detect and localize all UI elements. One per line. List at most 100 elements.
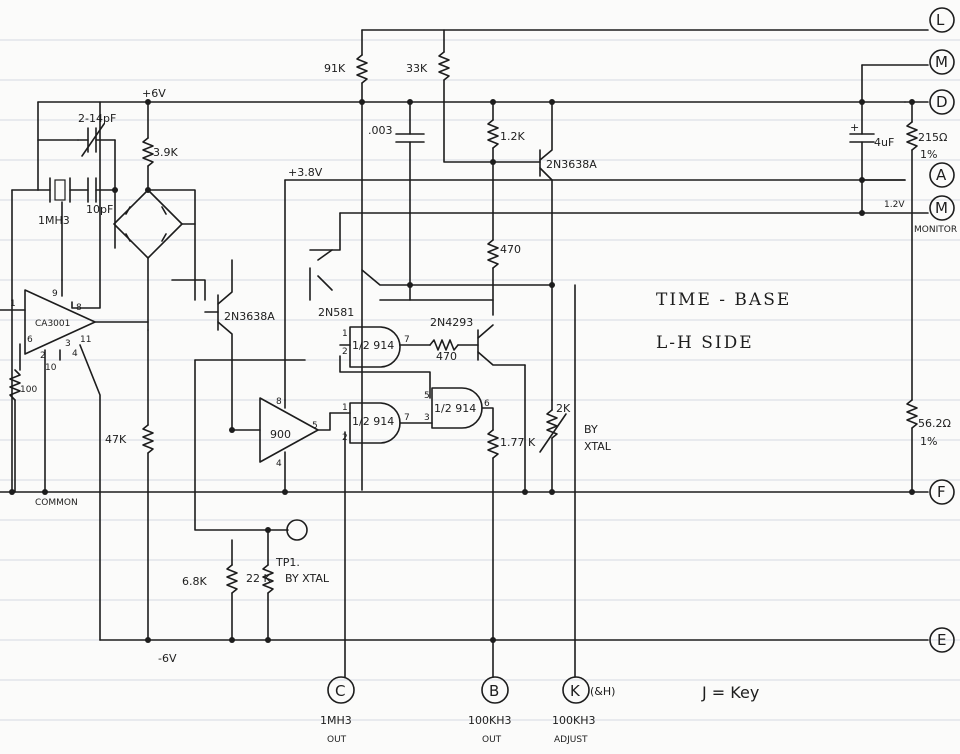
output-leads <box>344 639 576 678</box>
top-centre-network <box>356 29 553 491</box>
svg-text:470: 470 <box>436 350 457 363</box>
rail-common-label: COMMON <box>35 498 78 508</box>
svg-text:2: 2 <box>40 351 46 361</box>
svg-text:BY XTAL: BY XTAL <box>285 572 330 585</box>
terminal-E: E <box>929 627 955 653</box>
svg-text:1%: 1% <box>920 148 937 161</box>
svg-text:+: + <box>850 121 859 134</box>
svg-text:1/2 914: 1/2 914 <box>352 415 394 428</box>
svg-text:3: 3 <box>65 339 71 349</box>
svg-text:3.9K: 3.9K <box>153 146 178 159</box>
svg-text:E: E <box>937 631 946 649</box>
pot-2k <box>539 284 576 641</box>
svg-text:XTAL: XTAL <box>584 440 612 453</box>
terminal-B: B <box>481 676 509 704</box>
svg-text:100KH3: 100KH3 <box>552 714 595 727</box>
svg-text:1: 1 <box>10 299 16 309</box>
svg-text:L: L <box>936 11 945 29</box>
svg-text:100KH3: 100KH3 <box>468 714 511 727</box>
svg-text:470: 470 <box>500 243 521 256</box>
rail-plus6v-label: +6V <box>142 87 166 100</box>
key-note: J = Key <box>701 683 759 702</box>
svg-text:8: 8 <box>276 397 282 407</box>
svg-text:8: 8 <box>76 303 82 313</box>
svg-text:C: C <box>335 682 345 700</box>
svg-text:1MH3: 1MH3 <box>320 714 352 727</box>
svg-text:5: 5 <box>424 391 430 401</box>
svg-text:7: 7 <box>404 413 410 423</box>
svg-text:1.2K: 1.2K <box>500 130 525 143</box>
paper-ruling <box>0 39 960 721</box>
svg-text:B: B <box>489 682 499 700</box>
svg-text:4: 4 <box>276 459 282 469</box>
svg-text:47K: 47K <box>105 433 127 446</box>
svg-text:3: 3 <box>424 413 430 423</box>
rail-ref-label: 1.2V <box>884 200 905 210</box>
svg-text:215Ω: 215Ω <box>918 131 947 144</box>
crystal-oscillator <box>11 101 116 493</box>
terminal-M-top: M <box>929 49 955 75</box>
svg-text:4: 4 <box>72 349 78 359</box>
svg-text:22 K: 22 K <box>246 572 271 585</box>
svg-text:5: 5 <box>312 421 318 431</box>
svg-text:2-14pF: 2-14pF <box>78 112 116 125</box>
svg-text:2N4293: 2N4293 <box>430 316 473 329</box>
svg-text:6: 6 <box>484 399 490 409</box>
terminal-C: C <box>327 676 355 704</box>
svg-text:D: D <box>936 93 948 111</box>
svg-text:56.2Ω: 56.2Ω <box>918 417 951 430</box>
svg-text:F: F <box>937 483 946 501</box>
rail-minus6v-label: -6V <box>158 652 177 665</box>
terminal-D: D <box>929 89 955 115</box>
svg-text:4uF: 4uF <box>874 136 894 149</box>
svg-text:1/2 914: 1/2 914 <box>434 402 476 415</box>
terminal-F: F <box>929 479 955 505</box>
q-2n581 <box>309 212 553 301</box>
svg-text:1: 1 <box>342 329 348 339</box>
svg-text:2N581: 2N581 <box>318 306 354 319</box>
gate-network <box>329 324 526 641</box>
svg-text:2N3638A: 2N3638A <box>546 158 597 171</box>
svg-text:1MH3: 1MH3 <box>38 214 70 227</box>
svg-text:.003: .003 <box>368 124 393 137</box>
svg-text:91K: 91K <box>324 62 346 75</box>
svg-text:100: 100 <box>20 385 37 395</box>
monitor-label: MONITOR <box>914 225 957 235</box>
svg-text:10: 10 <box>45 363 57 373</box>
svg-text:(&H): (&H) <box>590 685 615 698</box>
bottom-left-resistors <box>226 519 308 641</box>
ic-900 <box>259 397 331 493</box>
right-column <box>849 101 918 493</box>
terminal-K: K (&H) <box>562 676 615 704</box>
terminal-M-monitor: M <box>929 195 955 221</box>
svg-text:M: M <box>935 199 948 217</box>
svg-text:11: 11 <box>80 335 91 345</box>
svg-text:A: A <box>936 166 947 184</box>
svg-text:1%: 1% <box>920 435 937 448</box>
svg-text:1: 1 <box>342 403 348 413</box>
svg-text:OUT: OUT <box>327 735 347 745</box>
svg-text:900: 900 <box>270 428 291 441</box>
r-47k <box>142 329 154 641</box>
svg-text:K: K <box>570 682 581 700</box>
ca3001-amp <box>0 101 149 641</box>
svg-text:6: 6 <box>27 335 33 345</box>
svg-text:6.8K: 6.8K <box>182 575 207 588</box>
svg-text:2: 2 <box>342 433 348 443</box>
rail-plus3v8 <box>284 179 906 401</box>
svg-text:10pF: 10pF <box>86 203 113 216</box>
svg-text:M: M <box>935 53 948 71</box>
rail-plus3v8-label: +3.8V <box>288 166 323 179</box>
title-line2: L-H SIDE <box>656 333 754 353</box>
svg-text:BY: BY <box>584 423 598 436</box>
svg-text:CA3001: CA3001 <box>35 319 70 329</box>
svg-text:TP1.: TP1. <box>275 556 300 569</box>
svg-text:33K: 33K <box>406 62 428 75</box>
junction-dots <box>9 99 915 643</box>
title-line1: TIME - BASE <box>656 290 791 310</box>
svg-text:OUT: OUT <box>482 735 502 745</box>
svg-text:ADJUST: ADJUST <box>554 735 588 745</box>
svg-text:7: 7 <box>404 335 410 345</box>
